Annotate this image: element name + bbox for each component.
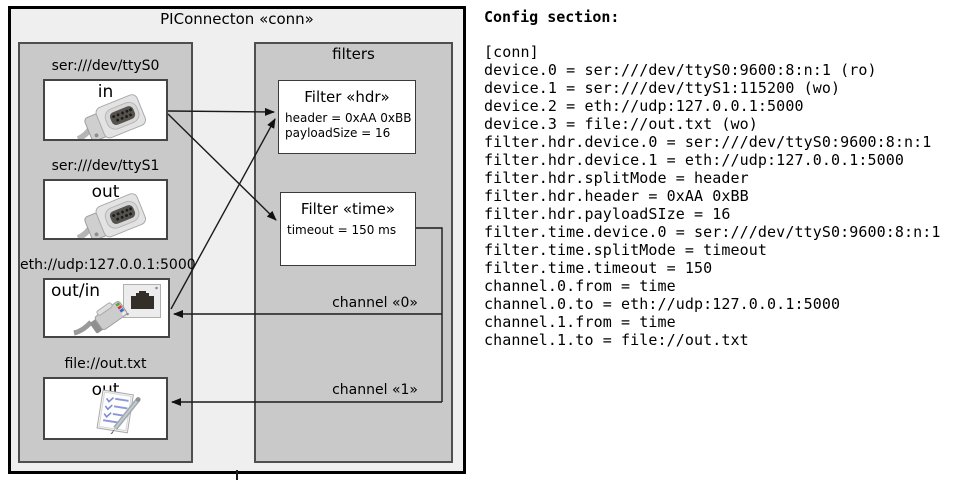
config-heading: Config section:	[484, 8, 620, 26]
device-ttys0-label: ser:///dev/ttyS0	[51, 58, 160, 74]
serial-connector-icon	[76, 192, 162, 238]
device-file-label: file://out.txt	[64, 356, 147, 372]
ethernet-cable-icon	[71, 299, 141, 336]
filter-time-box: Filter «time» timeout = 150 ms	[280, 192, 416, 266]
filter-time-title: Filter «time»	[300, 200, 396, 218]
filter-hdr-params: header = 0xAA 0xBB payloadSize = 16	[285, 111, 412, 140]
ethernet-jack-icon	[123, 284, 161, 318]
config-section: Config section: [conn] device.0 = ser://…	[484, 8, 960, 349]
filters-panel-label: filters	[332, 45, 375, 63]
filter-hdr-title: Filter «hdr»	[304, 88, 390, 106]
device-ttys0-box: in	[43, 79, 168, 141]
notepad-file-icon	[88, 388, 150, 436]
serial-connector-icon	[76, 93, 162, 139]
device-ttys1-label: ser:///dev/ttyS1	[51, 158, 160, 174]
filter-hdr-box: Filter «hdr» header = 0xAA 0xBB payloadS…	[278, 80, 416, 154]
channel-0-label: channel «0»	[332, 295, 418, 311]
device-ttys1-mode: out	[91, 182, 120, 202]
device-eth-mode: out/in	[51, 281, 101, 301]
device-eth-label: eth://udp:127.0.0.1:5000	[20, 257, 196, 273]
device-ttys0-mode: in	[97, 82, 114, 102]
config-body: [conn] device.0 = ser:///dev/ttyS0:9600:…	[484, 43, 941, 349]
connection-diagram: PIConnecton «conn» filters ser:///dev/tt…	[0, 0, 470, 484]
device-ttys1-box: out	[43, 179, 168, 240]
channel-1-label: channel «1»	[332, 382, 418, 398]
device-eth-box: out/in	[43, 278, 170, 338]
diagram-title: PIConnecton «conn»	[160, 10, 314, 28]
filter-time-params: timeout = 150 ms	[287, 223, 397, 237]
device-file-box: out	[43, 377, 168, 440]
